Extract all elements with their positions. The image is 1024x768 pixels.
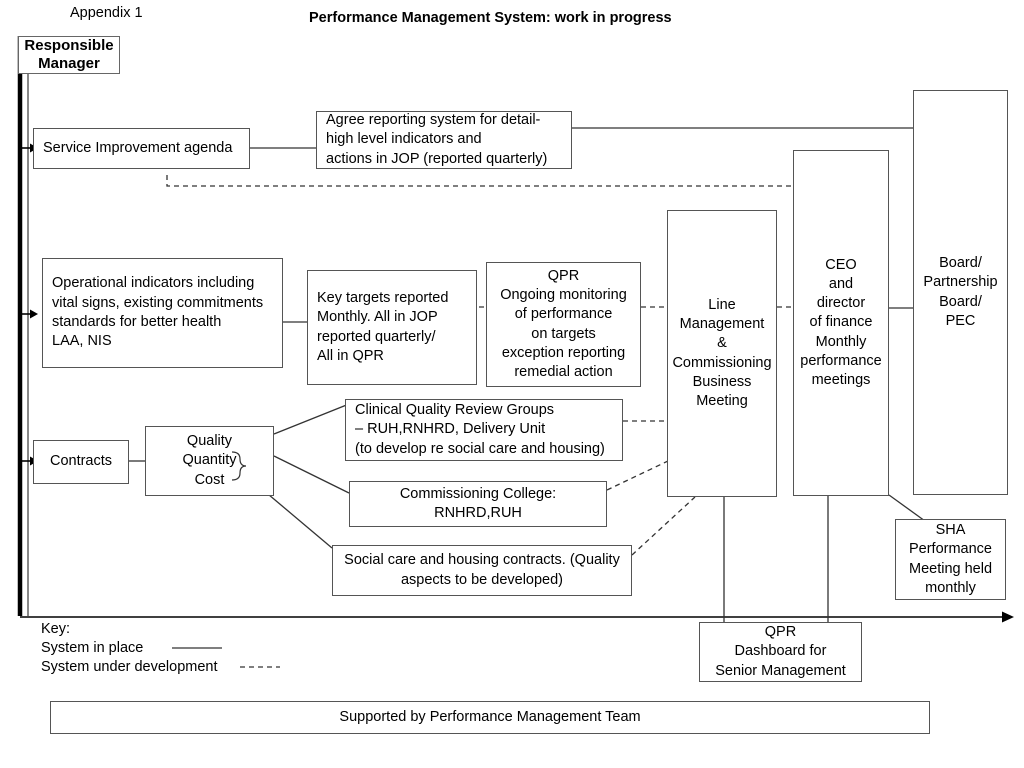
node-commissioning-college[interactable]: Commissioning College: RNHRD,RUH (349, 481, 607, 527)
node-qpr-dashboard[interactable]: QPR Dashboard for Senior Management (699, 622, 862, 682)
node-service-improvement-agenda[interactable]: Service Improvement agenda (33, 128, 250, 169)
node-board-partnership-pec[interactable]: Board/ Partnership Board/ PEC (913, 90, 1008, 495)
wire-quality-to-clinical (273, 403, 350, 435)
arrowhead-operational-indicators (30, 309, 38, 319)
node-contracts[interactable]: Contracts (33, 440, 129, 484)
node-operational-indicators[interactable]: Operational indicators including vital s… (42, 258, 283, 368)
key-system-under-development-label: System under development (41, 659, 218, 675)
appendix-label: Appendix 1 (70, 5, 143, 21)
node-quality-quantity-cost[interactable]: Quality Quantity Cost (145, 426, 274, 496)
wire-quality-to-college (273, 455, 350, 494)
node-sha-performance-meeting[interactable]: SHA Performance Meeting held monthly (895, 519, 1006, 600)
page-title: Performance Management System: work in p… (309, 10, 672, 26)
node-clinical-quality-review-groups[interactable]: Clinical Quality Review Groups – RUH,RNH… (345, 399, 623, 461)
node-ceo-director-finance[interactable]: CEO and director of finance Monthly perf… (793, 150, 889, 496)
node-social-care-housing-contracts[interactable]: Social care and housing contracts. (Qual… (332, 545, 632, 596)
node-line-management[interactable]: Line Management & Commissioning Business… (667, 210, 777, 497)
bottom-axis-arrowhead (1002, 611, 1014, 623)
node-key-targets[interactable]: Key targets reported Monthly. All in JOP… (307, 270, 477, 385)
wire-college-to-linemgmt-dashed (606, 460, 669, 491)
wire-service-to-ceo-dashed (166, 175, 794, 187)
node-qpr-monitoring[interactable]: QPR Ongoing monitoring of performance on… (486, 262, 641, 387)
wire-ceo-to-sha (888, 494, 926, 522)
wire-socialcare-to-linemgmt-dashed (631, 496, 696, 556)
node-supported-by-pm-team[interactable]: Supported by Performance Management Team (50, 701, 930, 734)
key-heading: Key: (41, 621, 71, 637)
key-system-in-place-label: System in place (41, 640, 144, 656)
node-agree-reporting-system[interactable]: Agree reporting system for detail- high … (316, 111, 572, 169)
node-responsible-manager[interactable]: Responsible Manager (18, 36, 120, 74)
wire-quality-to-socialcare (261, 488, 333, 549)
